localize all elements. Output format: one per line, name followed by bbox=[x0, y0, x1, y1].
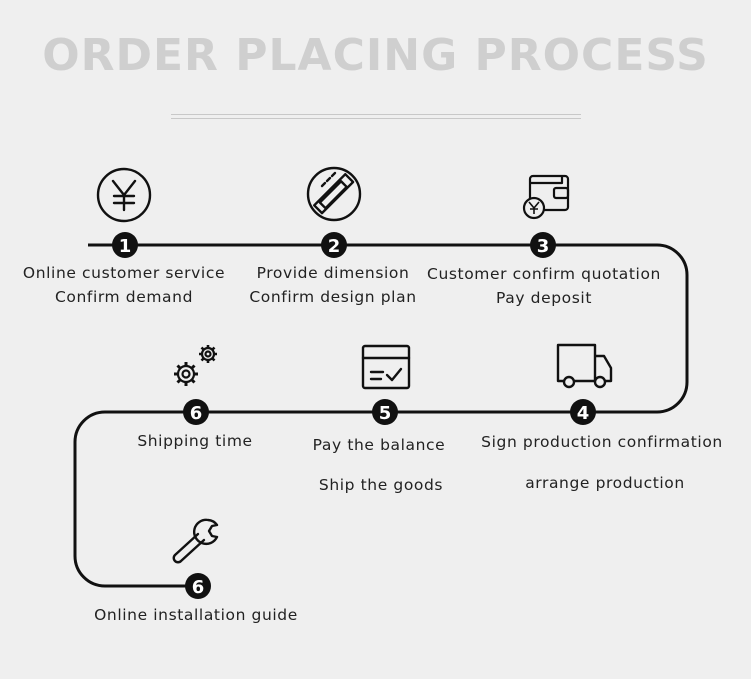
step-1-line-2: Confirm demand bbox=[54, 288, 194, 306]
svg-text:5: 5 bbox=[379, 403, 392, 424]
svg-text:6: 6 bbox=[190, 403, 203, 424]
step-5-line-2: Ship the goods bbox=[318, 476, 444, 494]
step-marker-4: 4 bbox=[570, 399, 596, 425]
checked-box-icon bbox=[361, 344, 411, 390]
step-4-line-2: arrange production bbox=[525, 474, 685, 492]
step-marker-6: 6 bbox=[183, 399, 209, 425]
title-divider-top bbox=[171, 114, 581, 115]
svg-text:3: 3 bbox=[537, 236, 550, 257]
svg-text:4: 4 bbox=[577, 403, 590, 424]
step-marker-7: 6 bbox=[185, 573, 211, 599]
step-2-line-1: Provide dimension bbox=[256, 264, 410, 282]
wallet-yen-icon bbox=[522, 174, 570, 220]
svg-text:2: 2 bbox=[328, 236, 341, 257]
step-3-line-1: Customer confirm quotation bbox=[427, 265, 661, 283]
ruler-pencil-icon bbox=[306, 166, 362, 222]
step-marker-5: 5 bbox=[372, 399, 398, 425]
title-divider-bottom bbox=[171, 118, 581, 119]
svg-text:6: 6 bbox=[192, 577, 205, 598]
step-1-line-1: Online customer service bbox=[22, 264, 226, 282]
step-marker-3: 3 bbox=[530, 232, 556, 258]
step-2-line-2: Confirm design plan bbox=[249, 288, 417, 306]
step-6-line-1: Shipping time bbox=[137, 432, 253, 450]
page-title: ORDER PLACING PROCESS bbox=[42, 30, 709, 81]
wrench-icon bbox=[172, 518, 219, 564]
delivery-truck-icon bbox=[556, 343, 613, 389]
gears-icon bbox=[174, 345, 217, 386]
yen-circle-icon bbox=[96, 167, 152, 223]
step-3-line-2: Pay deposit bbox=[495, 289, 593, 307]
step-marker-1: 1 bbox=[112, 232, 138, 258]
svg-text:1: 1 bbox=[119, 236, 132, 257]
step-5-line-1: Pay the balance bbox=[312, 436, 446, 454]
step-7-line-1: Online installation guide bbox=[94, 606, 298, 624]
step-4-line-1: Sign production confirmation bbox=[481, 433, 723, 451]
step-marker-2: 2 bbox=[321, 232, 347, 258]
